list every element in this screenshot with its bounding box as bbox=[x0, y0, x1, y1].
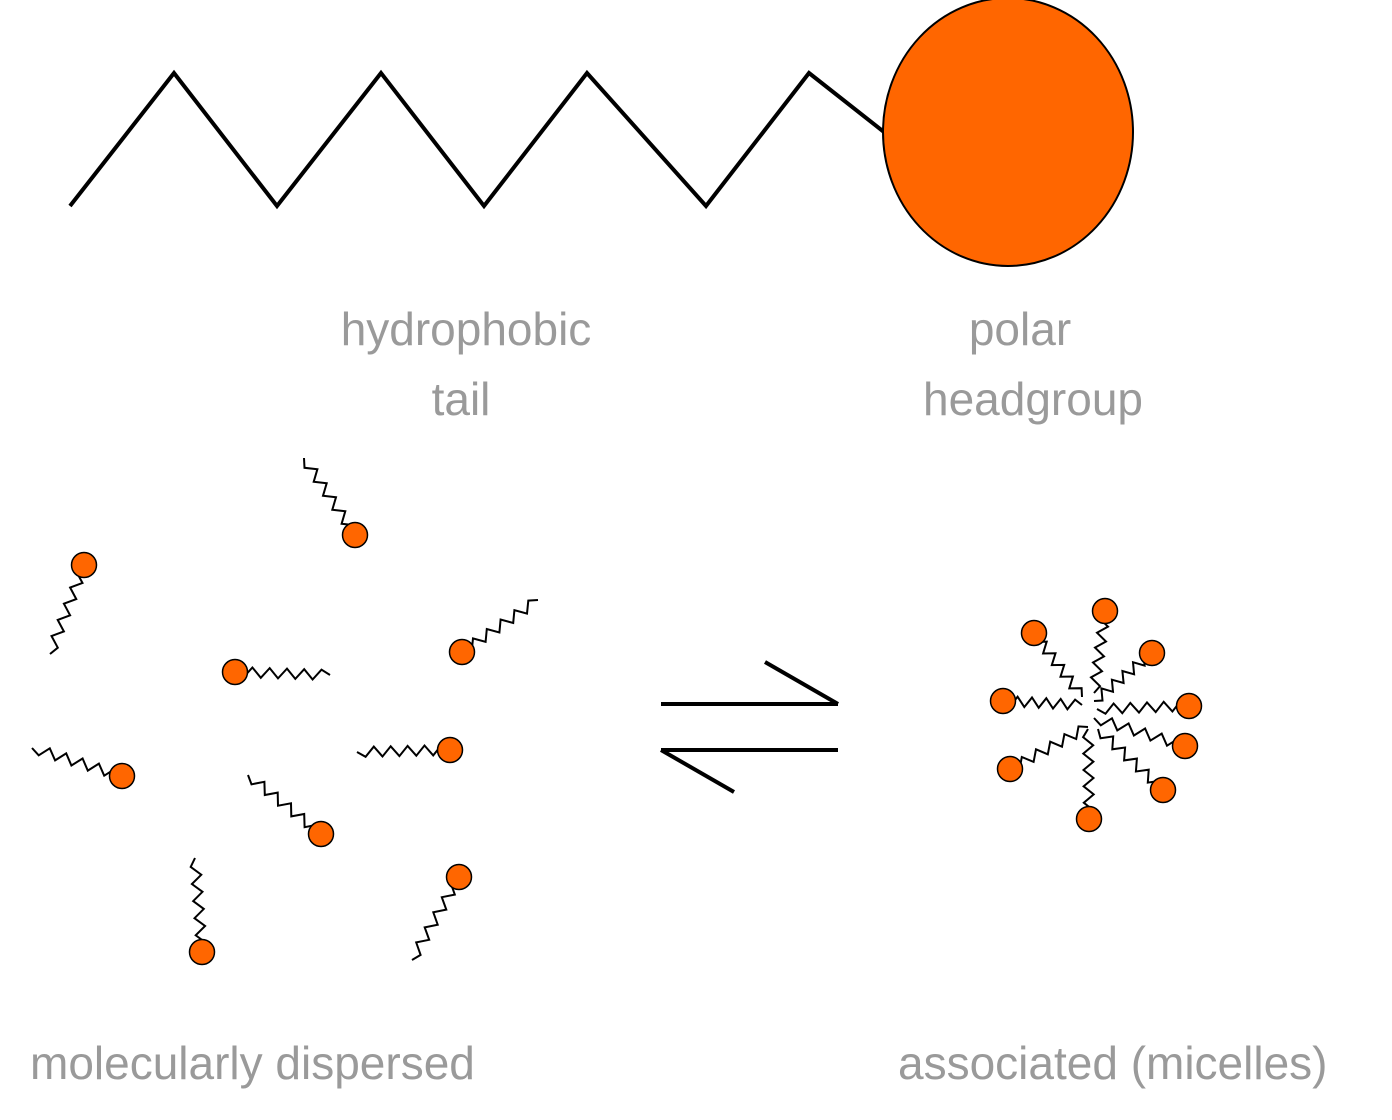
reverse-arrow-barb bbox=[660, 748, 735, 794]
dispersed-molecule-6-tail bbox=[31, 746, 123, 778]
dispersed-molecule-8 bbox=[411, 863, 473, 961]
head-label-line1: polar bbox=[968, 303, 1072, 355]
dispersed-molecule-4 bbox=[221, 658, 331, 686]
micelle-molecule-8-tail bbox=[1097, 728, 1164, 791]
dispersed-molecule-2-tail bbox=[49, 564, 85, 655]
dispersed-molecule-6-head bbox=[108, 762, 136, 790]
micelle-molecule-4 bbox=[989, 687, 1083, 715]
micelle-molecule-9-tail bbox=[1081, 728, 1096, 820]
dispersed-molecule-2-head bbox=[70, 551, 98, 579]
micelle-molecule-8 bbox=[1097, 728, 1177, 804]
dispersed-molecule-9-tail bbox=[189, 857, 208, 953]
micelle-molecule-9-head bbox=[1075, 805, 1103, 833]
micelle-molecule-2-head bbox=[1020, 619, 1048, 647]
dispersed-molecule-3 bbox=[448, 599, 539, 666]
micelle-molecule-1 bbox=[1089, 597, 1119, 694]
dispersed-molecule-7-tail bbox=[247, 774, 322, 835]
dispersed-molecule-2 bbox=[49, 551, 98, 655]
dispersed-molecule-5-tail bbox=[356, 743, 451, 759]
micelle-molecule-5-tail bbox=[1096, 700, 1190, 715]
dispersed-molecule-6 bbox=[31, 746, 136, 790]
micelle-molecule-1-tail bbox=[1089, 610, 1110, 694]
dispersed-molecule-7 bbox=[247, 774, 335, 848]
micelle-molecule-2 bbox=[1020, 619, 1083, 698]
dispersed-molecule-5-head bbox=[436, 736, 464, 764]
dispersed-molecule-1-tail bbox=[303, 457, 356, 536]
micelle-molecule-4-head bbox=[989, 687, 1017, 715]
micelle-molecule-8-head bbox=[1149, 776, 1177, 804]
dispersed-molecule-3-tail bbox=[461, 599, 539, 653]
dispersed-molecule-8-head bbox=[445, 863, 473, 891]
dispersed-label: molecularly dispersed bbox=[30, 1037, 475, 1089]
tail-label-line2: tail bbox=[431, 373, 491, 425]
micelle-molecule-1-head bbox=[1091, 597, 1119, 625]
dispersed-molecules bbox=[31, 457, 539, 966]
dispersed-molecule-1 bbox=[303, 457, 369, 549]
micelle-molecule-4-tail bbox=[1002, 694, 1083, 712]
forward-arrow-barb bbox=[764, 660, 839, 706]
head-label-line2: headgroup bbox=[923, 373, 1143, 425]
hydrophobic-tail-chain bbox=[68, 69, 886, 210]
micelle-molecule-9 bbox=[1075, 728, 1103, 833]
micelle-molecule-7-tail bbox=[1009, 725, 1089, 771]
dispersed-molecule-7-head bbox=[307, 820, 335, 848]
dispersed-molecule-4-tail bbox=[234, 665, 331, 682]
micelle-molecule-6 bbox=[1093, 716, 1199, 760]
micelle-molecule-2-tail bbox=[1033, 632, 1083, 698]
micelle-molecule-7 bbox=[996, 725, 1089, 783]
dispersed-molecule-5 bbox=[356, 736, 464, 764]
polar-headgroup-circle bbox=[882, 0, 1134, 267]
micelle bbox=[989, 597, 1203, 833]
micelle-molecule-6-head bbox=[1171, 732, 1199, 760]
micelle-molecule-7-head bbox=[996, 755, 1024, 783]
tail-label-line1: hydrophobic bbox=[340, 303, 592, 355]
micelle-molecule-5-head bbox=[1175, 692, 1203, 720]
dispersed-molecule-9 bbox=[188, 857, 216, 966]
large-surfactant-molecule bbox=[68, 0, 1134, 267]
micelle-molecule-5 bbox=[1096, 692, 1203, 720]
micelle-molecule-6-tail bbox=[1093, 716, 1186, 748]
dispersed-molecule-8-tail bbox=[411, 876, 460, 961]
micelle-molecule-3 bbox=[1093, 639, 1166, 702]
dispersed-molecule-9-head bbox=[188, 938, 216, 966]
dispersed-molecule-1-head bbox=[341, 521, 369, 549]
associated-label: associated (micelles) bbox=[898, 1037, 1328, 1089]
micelle-molecule-3-head bbox=[1138, 639, 1166, 667]
dispersed-molecule-4-head bbox=[221, 658, 249, 686]
equilibrium-arrows bbox=[660, 660, 839, 794]
dispersed-molecule-3-head bbox=[448, 638, 476, 666]
